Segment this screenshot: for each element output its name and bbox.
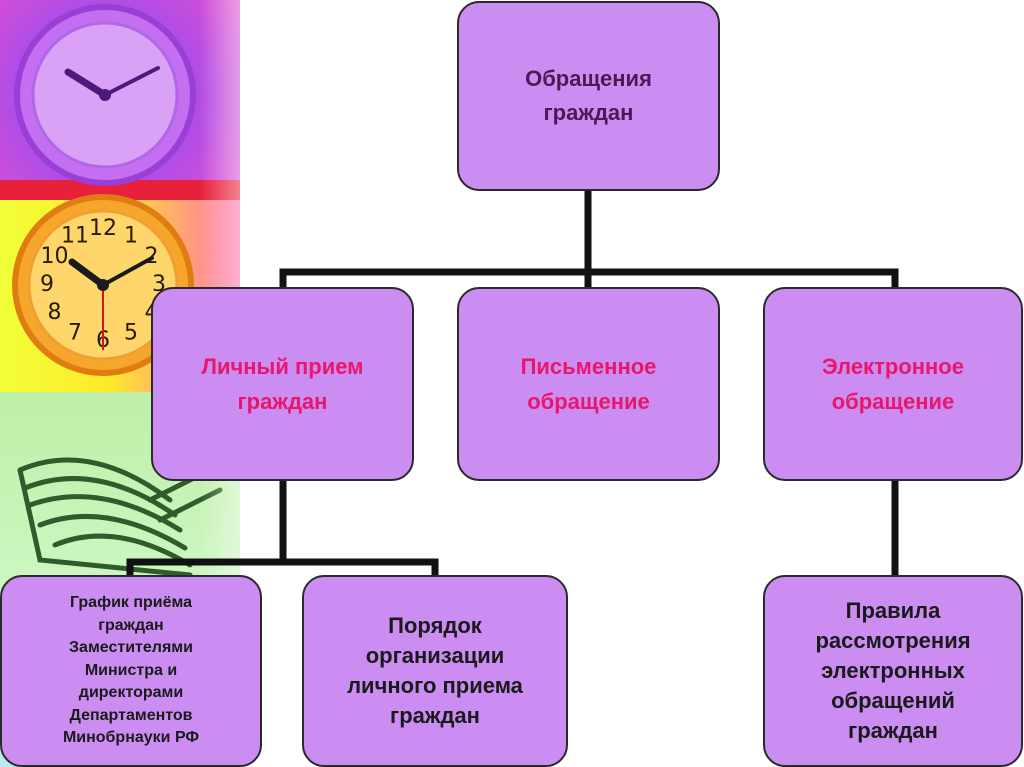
red-band [0,180,240,202]
book-icon [17,457,223,578]
node-reception-procedure-label: Порядок организации личного приема гражд… [347,613,523,728]
purple-clock-icon [14,4,196,186]
node-electronic-rules: Правила рассмотрения электронных обращен… [763,575,1023,767]
clock-numeral: 11 [61,224,89,249]
node-personal-reception: Личный прием граждан [151,287,414,481]
node-written-appeal-label: Письменное обращение [520,354,657,414]
node-reception-procedure: Порядок организации личного приема гражд… [302,575,568,767]
photo-illustration: 121234567891011 [12,4,223,578]
orange-clock-icon: 121234567891011 [12,194,194,376]
clock-numeral: 7 [68,321,82,346]
node-written-appeal: Письменное обращение [457,287,720,481]
clock-numeral: 5 [124,321,138,346]
node-electronic-appeal: Электронное обращение [763,287,1023,481]
node-reception-schedule: График приёма граждан Заместителями Мини… [0,575,262,767]
clock-numeral: 8 [48,300,62,325]
node-electronic-appeal-label: Электронное обращение [822,354,964,414]
node-personal-reception-label: Личный прием граждан [201,354,364,414]
clock-numeral: 1 [124,224,138,249]
node-electronic-rules-label: Правила рассмотрения электронных обращен… [815,598,971,743]
node-reception-schedule-label: График приёма граждан Заместителями Мини… [62,594,200,747]
root-node: Обращения граждан [457,1,720,191]
clock-numeral: 10 [41,244,69,269]
root-node-label: Обращения граждан [525,66,652,125]
clock-numeral: 12 [89,216,117,241]
clock-numeral: 9 [40,272,54,297]
